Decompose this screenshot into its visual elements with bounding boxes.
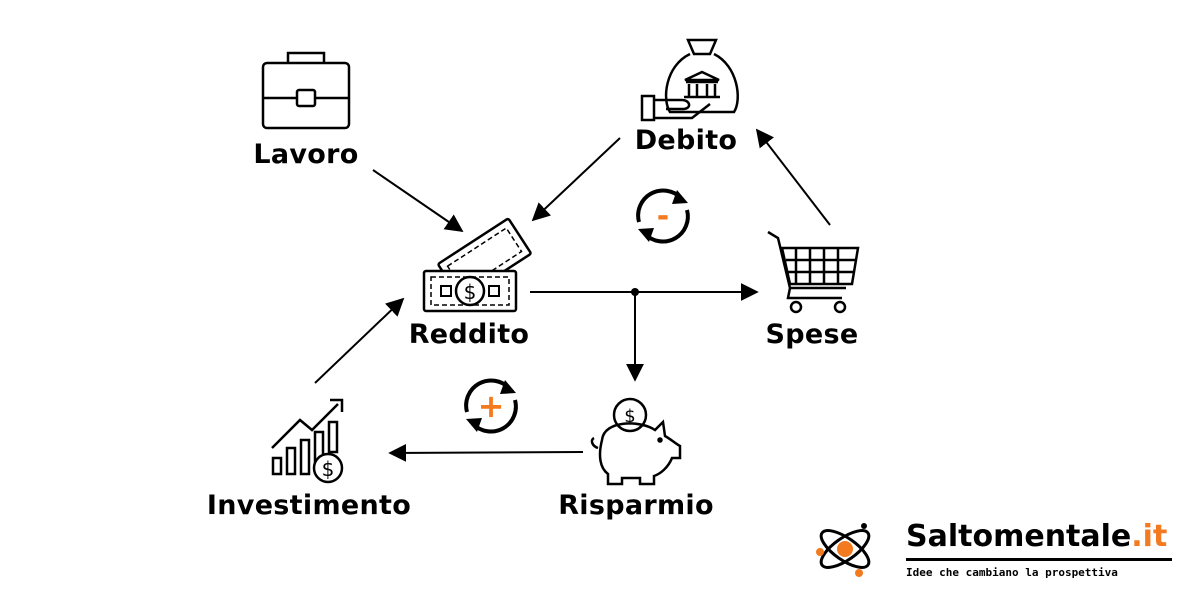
arrow-spese-debito: [755, 128, 831, 226]
arrow-investimento-reddito: [314, 297, 405, 384]
node-label-investimento: Investimento: [206, 490, 412, 521]
node-label-reddito: Reddito: [408, 319, 530, 350]
arrow-debito-reddito: [531, 137, 621, 222]
svg-text:$: $: [464, 280, 477, 304]
arrow-risparmio-investimento: [388, 443, 584, 462]
bank-money-bag-icon: [640, 38, 739, 122]
shopping-cart-icon: [767, 230, 860, 314]
cycle-positive-sign: +: [478, 387, 505, 425]
banknotes-icon: $: [422, 217, 532, 313]
brand-logo[interactable]: Saltomentale.it Idee che cambiano la pro…: [812, 516, 1182, 586]
brand-tagline: Idee che cambiano la prospettiva: [906, 566, 1118, 579]
cycle-negative-sign: -: [657, 199, 669, 234]
growth-chart-icon: $: [271, 398, 344, 484]
brand-underline: [906, 558, 1172, 561]
node-label-lavoro: Lavoro: [253, 139, 359, 170]
brand-name-tld: .it: [1131, 519, 1168, 554]
brand-name: Saltomentale.it: [906, 522, 1167, 552]
node-label-risparmio: Risparmio: [558, 490, 714, 521]
svg-text:$: $: [624, 406, 635, 427]
cycle-positive-icon: +: [464, 378, 518, 434]
brand-name-main: Saltomentale: [906, 519, 1132, 554]
svg-text:$: $: [322, 457, 335, 481]
briefcase-icon: [261, 51, 351, 130]
node-label-debito: Debito: [634, 125, 738, 156]
arrow-lavoro-reddito: [372, 169, 464, 233]
node-label-spese: Spese: [765, 319, 859, 350]
atom-icon: [816, 523, 871, 577]
piggy-bank-icon: $: [590, 397, 682, 486]
cycle-negative-icon: -: [636, 188, 690, 244]
